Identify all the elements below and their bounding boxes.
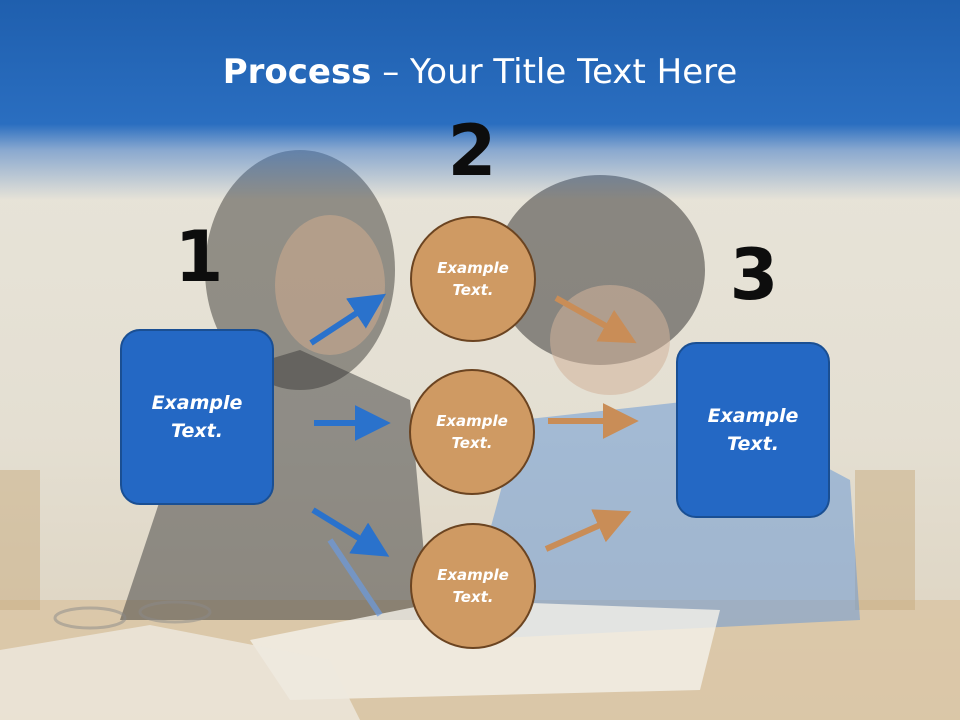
circle-top-line-2: Text. (452, 281, 494, 299)
circle-bottom-text: Example Text. (428, 564, 518, 609)
title-rest: – Your Title Text Here (371, 52, 738, 92)
step-2-circle-middle: Example Text. (409, 369, 535, 495)
step-number-2: 2 (447, 110, 497, 192)
step-3-text-line-2: Text. (727, 433, 779, 455)
step-1-box: Example Text. (120, 329, 274, 505)
circle-bottom-line-2: Text. (452, 588, 494, 606)
step-3-box-text: Example Text. (693, 402, 813, 459)
step-number-1: 1 (174, 216, 224, 298)
step-2-circle-top: Example Text. (410, 216, 536, 342)
step-number-3: 3 (729, 234, 779, 316)
slide-title: Process – Your Title Text Here (0, 52, 960, 92)
step-3-box: Example Text. (676, 342, 830, 518)
circle-bottom-line-1: Example (437, 565, 509, 584)
circle-middle-text: Example Text. (427, 410, 517, 455)
step-1-text-line-2: Text. (171, 420, 223, 442)
circle-top-line-1: Example (437, 258, 509, 277)
header-band (0, 0, 960, 200)
title-bold: Process (222, 52, 372, 92)
step-3-text-line-1: Example (707, 404, 799, 427)
step-1-text-line-1: Example (151, 391, 243, 414)
circle-middle-line-1: Example (436, 411, 508, 430)
circle-top-text: Example Text. (428, 257, 518, 302)
circle-middle-line-2: Text. (451, 434, 493, 452)
step-1-box-text: Example Text. (137, 389, 257, 446)
step-2-circle-bottom: Example Text. (410, 523, 536, 649)
